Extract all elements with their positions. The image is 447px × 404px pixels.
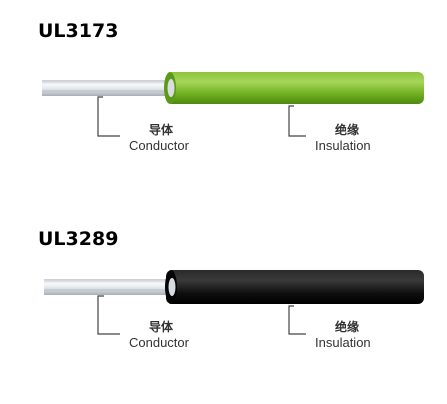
cable-1: [42, 72, 424, 137]
insulation-label-cn: 绝缘: [335, 320, 360, 334]
insulation-leader-line: [288, 105, 306, 137]
cable-2: [44, 270, 424, 335]
cable-model-title: UL3173: [38, 20, 119, 42]
conductor-leader-line: [97, 295, 120, 335]
cable-model-title: UL3289: [38, 228, 119, 250]
insulation-label-en: Insulation: [315, 335, 371, 350]
insulation-sheath: [166, 72, 424, 104]
conductor-label-en: Conductor: [129, 335, 189, 350]
conductor-label-cn: 导体: [149, 123, 174, 137]
insulation-label-en: Insulation: [315, 138, 371, 153]
insulation-label-cn: 绝缘: [335, 123, 360, 137]
conductor-wire: [44, 279, 174, 295]
conductor-label-cn: 导体: [149, 320, 174, 334]
conductor-label-en: Conductor: [129, 138, 189, 153]
insulation-leader-line: [288, 305, 306, 335]
conductor-wire: [42, 80, 172, 96]
conductor-leader-line: [97, 96, 120, 137]
insulation-sheath: [166, 270, 424, 304]
